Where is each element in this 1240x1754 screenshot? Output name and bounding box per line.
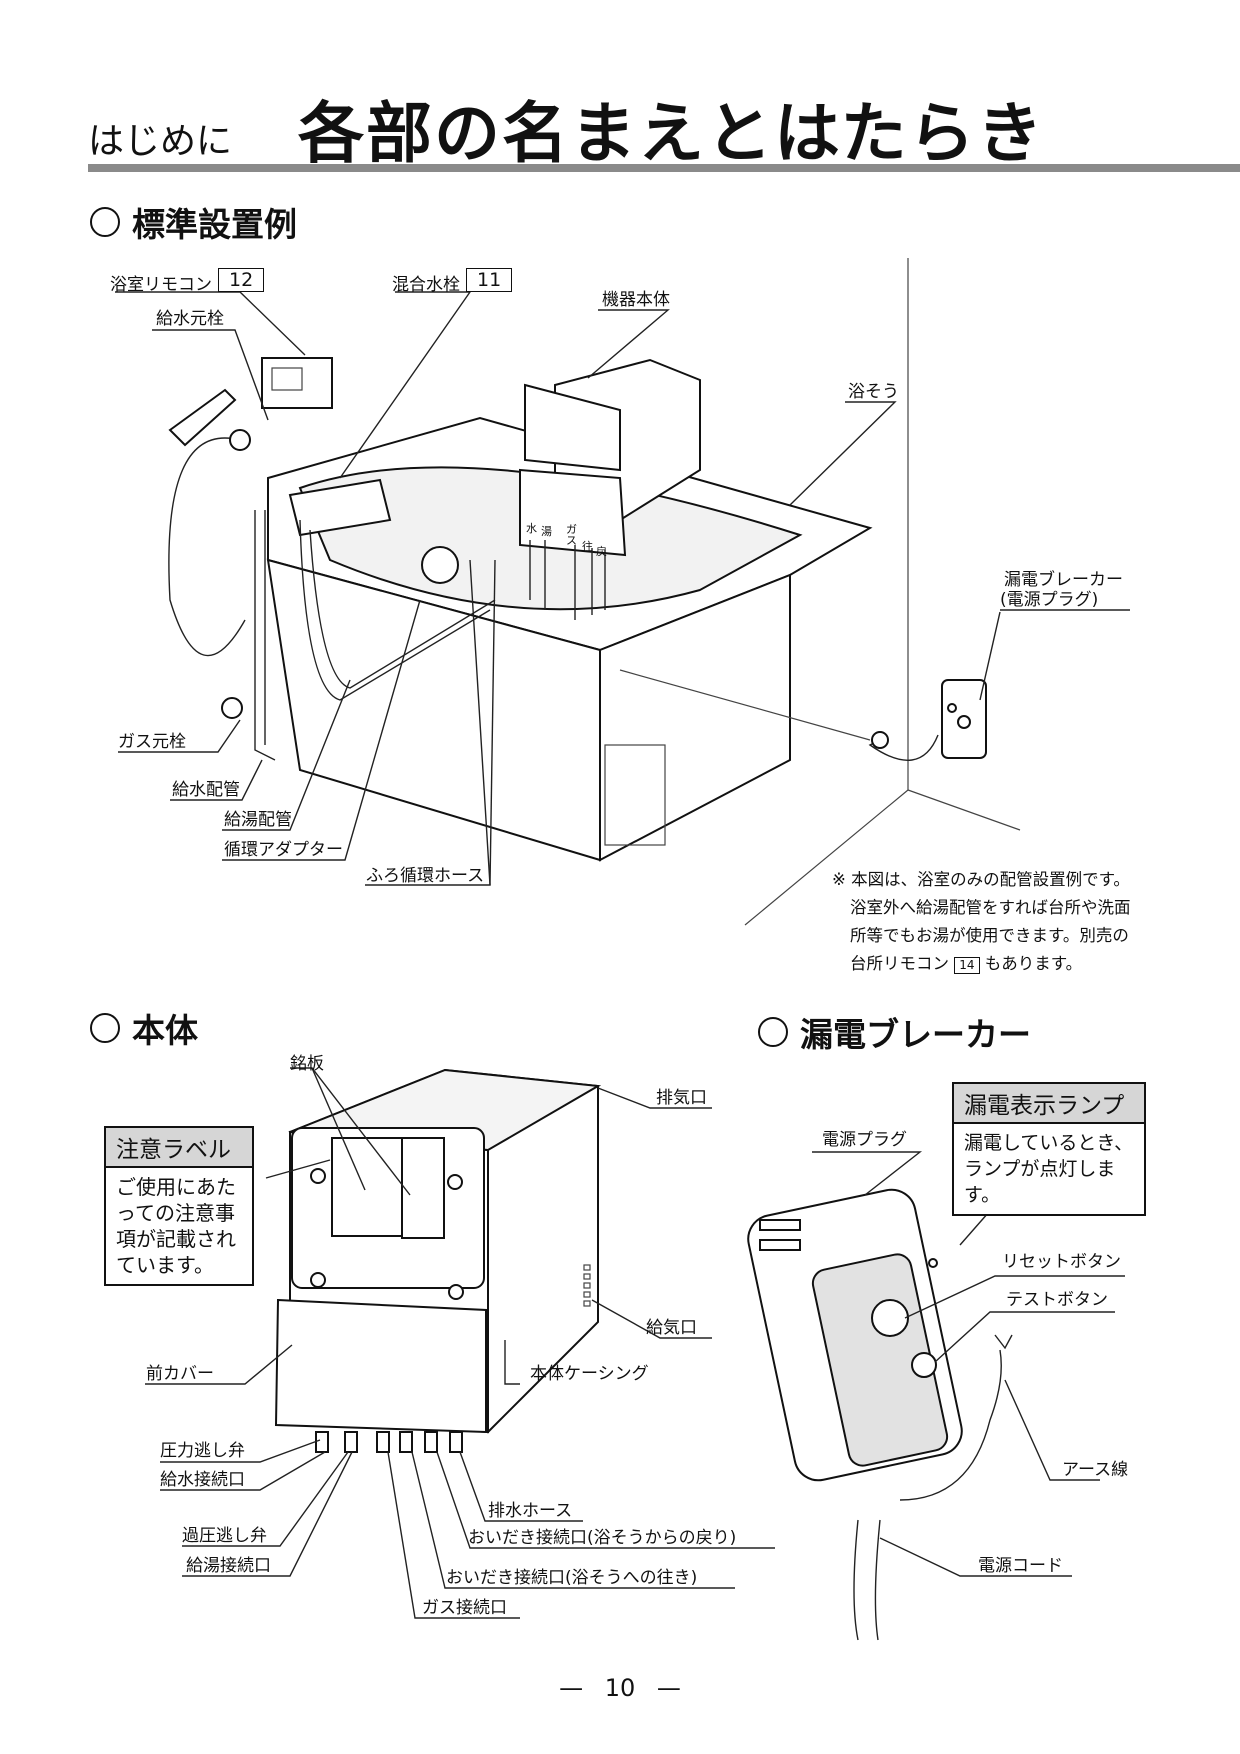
label-unit-body: 機器本体: [602, 290, 670, 310]
leak-lamp-line: ランプが点灯します。: [964, 1158, 1116, 1206]
caution-label-description: ご使用にあたっての注意事項が記載されています。: [116, 1175, 236, 1277]
port-label-return: 戻: [596, 545, 607, 558]
label-intake: 給気口: [646, 1318, 697, 1338]
label-over-pressure: 過圧逃し弁: [182, 1526, 267, 1546]
leak-lamp-description: 漏電しているとき、 ランプが点灯します。: [954, 1124, 1144, 1214]
label-mixing-faucet-text: 混合水栓: [392, 275, 460, 295]
unit-leaders: [145, 1067, 775, 1619]
port-label-go: 往: [582, 540, 593, 553]
caution-label-title: 注意ラベル: [106, 1128, 252, 1168]
label-water-valve: 給水元栓: [156, 309, 224, 329]
label-nameplate: 銘板: [290, 1054, 324, 1074]
label-pressure-relief: 圧力逃し弁: [160, 1441, 245, 1461]
port-label-hot: 湯: [541, 525, 552, 538]
port-label-water: 水: [526, 522, 537, 535]
label-bath-hose: ふろ循環ホース: [366, 866, 485, 886]
circle-icon: [758, 1017, 788, 1047]
book-ref-icon: 12: [218, 268, 265, 292]
install-note: ※ 本図は、浴室のみの配管設置例です。 浴室外へ給湯配管をすれば台所や洗面 所等…: [832, 866, 1131, 978]
label-breaker-line1: 漏電ブレーカー: [1004, 570, 1123, 590]
label-bath-remote: 浴室リモコン 12: [110, 268, 265, 296]
label-gas-valve: ガス元栓: [118, 732, 186, 752]
circle-icon: [90, 207, 120, 237]
page-title: 各部の名まえとはたらき: [298, 95, 1045, 172]
label-power-plug: 電源プラグ: [822, 1130, 907, 1150]
dash-icon: —: [656, 1674, 681, 1702]
label-adapter: 循環アダプター: [224, 840, 343, 860]
install-note-line: 浴室外へ給湯配管をすれば台所や洗面: [850, 898, 1131, 917]
leak-lamp-box: 漏電表示ランプ 漏電しているとき、 ランプが点灯します。: [952, 1082, 1146, 1216]
section-body-heading: 本体: [90, 1004, 198, 1052]
install-note-text: もあります。: [984, 954, 1083, 973]
label-bathtub: 浴そう: [848, 382, 899, 402]
install-note-line: 台所リモコン 14 もあります。: [832, 950, 1131, 978]
port-label-gas: ガス: [566, 523, 577, 547]
title-rule: [88, 164, 1240, 172]
label-water-connection: 給水接続口: [160, 1470, 245, 1490]
dash-icon: —: [559, 1674, 584, 1702]
label-mixing-faucet: 混合水栓 11: [392, 268, 513, 296]
label-casing: 本体ケーシング: [530, 1364, 649, 1384]
label-hot-pipe: 給湯配管: [224, 810, 292, 830]
unit-illustration: [274, 1068, 602, 1453]
label-front-cover: 前カバー: [146, 1364, 214, 1384]
label-power-cord: 電源コード: [978, 1556, 1063, 1576]
label-exhaust: 排気口: [656, 1088, 707, 1108]
label-test-button: テストボタン: [1006, 1290, 1108, 1310]
label-reheat-go: おいだき接続口(浴そうへの往き): [446, 1568, 698, 1588]
label-gas-connection: ガス接続口: [422, 1598, 507, 1618]
label-ground-wire: アース線: [1062, 1460, 1129, 1480]
chapter-label: はじめに: [88, 121, 233, 162]
circle-icon: [90, 1013, 120, 1043]
section-breaker-title: 漏電ブレーカー: [800, 1015, 1031, 1054]
label-reheat-return: おいだき接続口(浴そうからの戻り): [468, 1528, 737, 1548]
bathroom-illustration: [168, 258, 1021, 926]
leak-lamp-title: 漏電表示ランプ: [954, 1084, 1144, 1124]
label-hot-connection: 給湯接続口: [186, 1556, 271, 1576]
install-leaders: [115, 291, 1130, 886]
label-breaker-line2: (電源プラグ): [1000, 590, 1099, 610]
install-note-line: ※ 本図は、浴室のみの配管設置例です。: [832, 870, 1130, 889]
label-drain-hose: 排水ホース: [488, 1501, 573, 1521]
install-note-line: 所等でもお湯が使用できます。別売の: [850, 926, 1129, 945]
breaker-illustration: [747, 1188, 1013, 1641]
section-install-title: 標準設置例: [132, 205, 297, 244]
page-number: — 10 —: [0, 1674, 1240, 1702]
section-install-heading: 標準設置例: [90, 198, 297, 246]
book-ref-icon: 11: [466, 268, 513, 292]
label-bath-remote-text: 浴室リモコン: [110, 275, 212, 295]
install-note-text: 台所リモコン: [850, 954, 949, 973]
leak-lamp-line: 漏電しているとき、: [964, 1132, 1134, 1154]
section-breaker-heading: 漏電ブレーカー: [758, 1008, 1031, 1056]
caution-label-box: 注意ラベル ご使用にあたっての注意事項が記載されています。: [104, 1126, 254, 1286]
breaker-leaders: [812, 1151, 1125, 1577]
label-water-pipe: 給水配管: [172, 780, 240, 800]
section-body-title: 本体: [132, 1011, 198, 1050]
book-ref-icon: 14: [954, 957, 980, 974]
label-reset-button: リセットボタン: [1002, 1252, 1121, 1272]
page-number-text: 10: [604, 1674, 636, 1702]
